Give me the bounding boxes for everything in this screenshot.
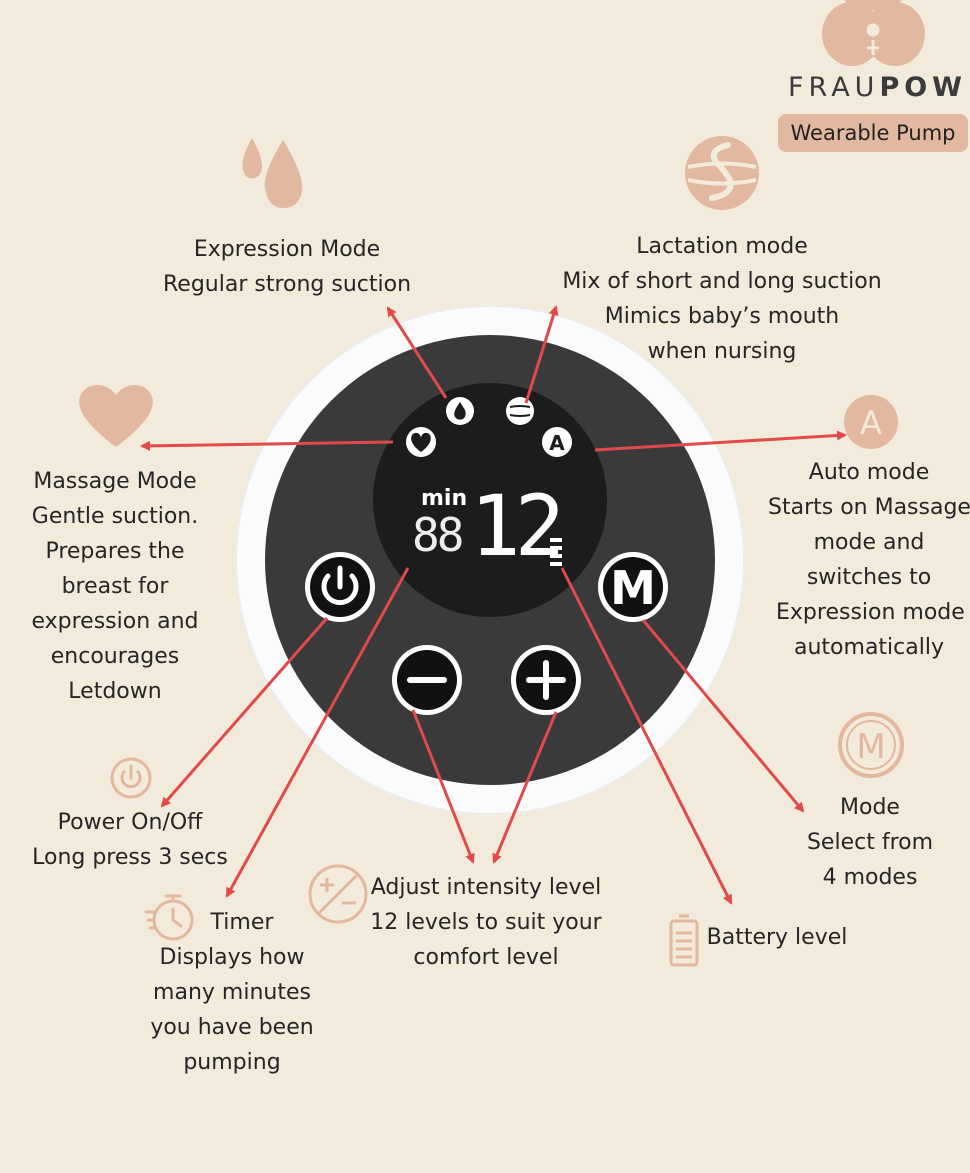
svg-text:A: A [860, 404, 882, 442]
auto-desc-4: Expression mode [776, 600, 965, 625]
arrow-expression [386, 306, 448, 399]
mode-desc-1: Select from [806, 830, 934, 855]
battery-icon [669, 914, 699, 967]
lactation-desc-1: Mix of short and long suction [562, 269, 882, 294]
lactation-swirl-icon [685, 136, 759, 210]
timer-value: 12 [470, 477, 565, 575]
massage-label: Massage Mode Gentle suction. Prepares th… [10, 464, 220, 709]
mode-label: Mode Select from 4 modes [780, 790, 960, 895]
screen-auto-indicator: A [542, 427, 572, 457]
expression-title: Expression Mode [193, 237, 381, 262]
screen-drop-indicator [446, 397, 474, 425]
auto-label: Auto mode Starts on Massage mode and swi… [768, 455, 970, 665]
arrow-massage [140, 440, 394, 451]
svg-text:A: A [549, 431, 565, 455]
timer-icon [144, 894, 194, 941]
callout-arrows [140, 305, 847, 905]
intensity-desc-2: comfort level [413, 945, 559, 970]
mode-desc-2: 4 modes [822, 865, 918, 890]
lactation-label: Lactation mode Mix of short and long suc… [552, 229, 892, 369]
screen-battery-bars [550, 538, 562, 566]
intensity-desc-1: 12 levels to suit your [370, 910, 602, 935]
massage-desc-4: expression and [31, 609, 199, 634]
timer-desc-3: you have been [150, 1015, 314, 1040]
power-desc: Long press 3 secs [32, 845, 228, 870]
power-label: Power On/Off Long press 3 secs [20, 805, 240, 875]
butterfly-logo-icon [822, 0, 925, 66]
battery-label: Battery level [706, 920, 848, 955]
intensity-title: Adjust intensity level [370, 875, 602, 900]
arrow-power [160, 617, 329, 808]
timer-min-label: min [421, 486, 468, 511]
arrow-plus [492, 711, 558, 864]
auto-desc-1: Starts on Massage [768, 495, 970, 520]
svg-text:M: M [610, 561, 656, 615]
massage-desc-6: Letdown [68, 679, 162, 704]
svg-text:M: M [856, 727, 885, 767]
expression-desc: Regular strong suction [162, 272, 412, 297]
screen-lactation-indicator [506, 397, 534, 425]
power-title: Power On/Off [57, 810, 203, 835]
battery-title: Battery level [706, 925, 848, 950]
massage-desc-2: Prepares the [45, 539, 185, 564]
drops-icon [242, 138, 303, 208]
product-badge: Wearable Pump [778, 114, 968, 152]
screen-heart-indicator [406, 427, 436, 457]
timer-label: Timer Displays how many minutes you have… [144, 905, 320, 1080]
arrow-lactation [524, 305, 559, 404]
mode-title: Mode [840, 795, 900, 820]
lactation-desc-2: Mimics baby’s mouth [604, 304, 840, 329]
timer-desc-2: many minutes [153, 980, 311, 1005]
m-mode-icon: M [838, 712, 904, 778]
brand-name-light: FRAU [788, 72, 880, 103]
massage-title: Massage Mode [33, 469, 197, 494]
arrow-battery [560, 567, 733, 905]
timer-desc-4: pumping [183, 1050, 281, 1075]
auto-a-icon: A [844, 395, 898, 449]
pump-device [235, 305, 745, 815]
expression-label: Expression Mode Regular strong suction [140, 232, 434, 302]
auto-desc-2: mode and [813, 530, 925, 555]
massage-desc-3: breast for [61, 574, 169, 599]
lactation-desc-3: when nursing [647, 339, 797, 364]
arrow-mode [641, 619, 805, 813]
power-button[interactable] [305, 552, 375, 622]
auto-desc-3: switches to [806, 565, 932, 590]
auto-title: Auto mode [808, 460, 930, 485]
arrow-auto [594, 430, 847, 452]
mode-button[interactable]: M [598, 552, 668, 622]
power-icon [110, 757, 152, 799]
increase-button[interactable] [511, 645, 581, 715]
brand-name-bold: POW [879, 72, 967, 103]
decrease-button[interactable] [392, 645, 462, 715]
brand-name: FRAUPOW [788, 70, 962, 106]
timer-title: Timer [210, 910, 274, 935]
arrow-minus [411, 709, 475, 864]
timer-dim-digits: 88 [412, 508, 464, 562]
intensity-label: Adjust intensity level 12 levels to suit… [370, 870, 602, 975]
massage-desc-1: Gentle suction. [31, 504, 199, 529]
heart-icon [79, 384, 153, 447]
timer-desc-1: Displays how [159, 945, 305, 970]
plus-minus-icon [308, 864, 368, 924]
massage-desc-5: encourages [50, 644, 180, 669]
arrow-timer [225, 567, 410, 898]
lactation-title: Lactation mode [636, 234, 808, 259]
auto-desc-5: automatically [794, 635, 944, 660]
